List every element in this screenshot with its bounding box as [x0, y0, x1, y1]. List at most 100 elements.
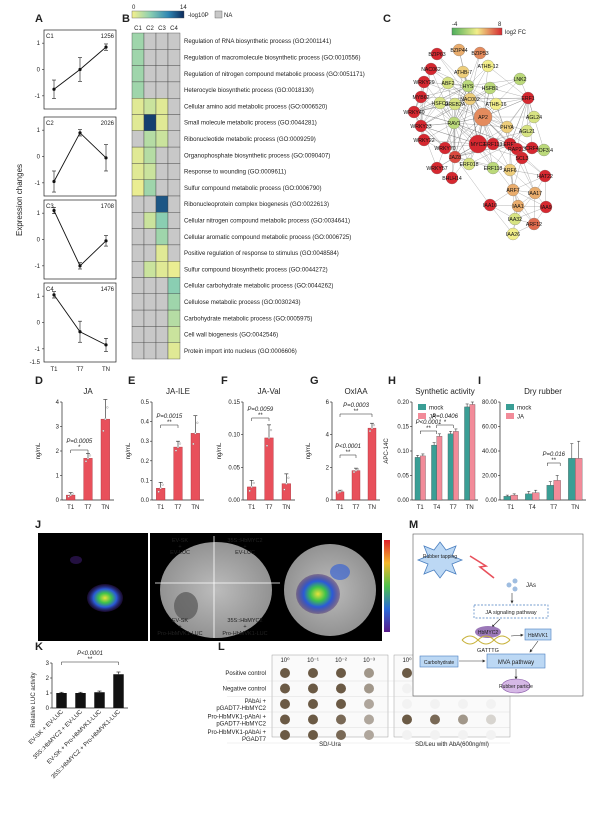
- panel-c-node: [515, 151, 529, 165]
- l-yeast-spot: [280, 714, 290, 725]
- panel-c-edge: [516, 97, 529, 150]
- panel-j-br-1: 35S::HbMYC2: [227, 618, 262, 624]
- group-xtick-label: T4: [433, 505, 441, 511]
- panel-b-heat-cell: [167, 179, 181, 197]
- group-ytick-label: 0.10: [397, 449, 409, 455]
- bar: [190, 433, 200, 501]
- panel-c-node-label: ERF1: [521, 96, 534, 102]
- panel-b-go-term: Cellulose metabolic process (GO:0030243): [184, 299, 301, 306]
- panel-b-heat-cell: [143, 228, 157, 246]
- panel-label-b: B: [122, 13, 130, 25]
- group-title: Dry rubber: [524, 387, 562, 396]
- bar-dot: [69, 494, 72, 497]
- l-yeast-spot: [364, 699, 374, 709]
- panel-m-dna-strand-1: [461, 635, 511, 645]
- panel-c-edge: [527, 97, 533, 149]
- panel-c-node-label: ATHB-12: [478, 64, 499, 70]
- sig-bracket: [160, 424, 179, 428]
- panel-c-node: [483, 198, 497, 212]
- panel-c-node-label: ERF018: [459, 162, 478, 168]
- panel-c-node-label: DOF3.4: [535, 148, 553, 154]
- bar-dot: [287, 476, 290, 479]
- panel-a-ytick-label: -1.5: [30, 360, 41, 366]
- l-yeast-spot: [308, 683, 318, 694]
- panel-a-point: [78, 264, 82, 268]
- panel-c-node: [511, 199, 525, 213]
- panel-a-point: [78, 131, 82, 135]
- panel-b-heat-cell: [167, 65, 181, 83]
- panel-a-ytick-label: 0: [37, 238, 41, 244]
- panel-b-heat-cell: [155, 195, 169, 213]
- panel-label-j: J: [35, 519, 41, 531]
- l-yeast-spot: [336, 699, 346, 709]
- bar-title: JA-ILE: [166, 387, 190, 396]
- panel-b-heat-cell: [131, 97, 145, 115]
- panel-a-point: [78, 330, 82, 334]
- legend-swatch: [418, 404, 426, 410]
- panel-b-go-term: Regulation of macromolecule biosynthetic…: [184, 54, 360, 61]
- bar-ylabel: ng/mL: [217, 442, 223, 459]
- group-bar: [503, 496, 511, 501]
- bar-dot: [285, 482, 288, 485]
- panel-b-heat-cell: [143, 146, 157, 164]
- l-media-left: SD/-Ura: [319, 742, 341, 748]
- k-bar: [94, 692, 105, 708]
- l-row-label: Positive control: [225, 671, 266, 677]
- panel-b-heat-cell: [131, 293, 145, 311]
- bar-dot: [267, 436, 271, 439]
- panel-b-cbar-min: 0: [132, 5, 136, 11]
- panel-b-heat-cell: [143, 326, 157, 343]
- panel-c-node-label: RAV1: [447, 121, 460, 127]
- panel-b-heat-cell: [131, 114, 145, 131]
- panel-c-node: [527, 110, 541, 124]
- bar-dot: [336, 491, 340, 494]
- panel-c-edge: [413, 68, 432, 113]
- panel-c-node-label: PHYA: [500, 125, 514, 131]
- bar-ylabel: ng/mL: [36, 442, 42, 459]
- bar-ytick-label: 0.10: [228, 433, 240, 439]
- panel-c-edge: [413, 111, 446, 149]
- panel-j-bl-3: Pro-HbMVK1-LUC: [157, 631, 202, 637]
- sig-bracket: [547, 462, 561, 466]
- panel-label-c: C: [383, 13, 391, 25]
- legend-swatch: [418, 413, 426, 419]
- panel-b-heat-cell: [167, 146, 181, 164]
- panel-c-edge: [454, 156, 491, 206]
- panel-b-heat-cell: [143, 212, 157, 229]
- panel-b-heat-cell: [131, 228, 145, 246]
- l-yeast-spot: [364, 683, 374, 694]
- panel-a-cluster-count: 1708: [101, 204, 115, 210]
- panel-b-heat-cell: [167, 97, 181, 115]
- panel-c-edge: [527, 97, 545, 151]
- bar: [100, 418, 110, 501]
- panel-c-edge: [420, 81, 425, 127]
- panel-c-node-label: IAA17: [528, 191, 542, 197]
- panel-c-edge: [487, 65, 529, 99]
- panel-b-heat-cell: [131, 146, 145, 164]
- bar-dot: [269, 429, 273, 432]
- bar-dot: [157, 490, 160, 493]
- panel-k-ylabel: Relative LUC activity: [31, 672, 37, 727]
- bar-ytick-label: 0.5: [141, 400, 150, 406]
- panel-c-edge: [420, 125, 479, 145]
- sig-pvalue: P<0.0001: [335, 444, 361, 450]
- panel-a-xtick-label: T1: [50, 367, 58, 373]
- panel-c-edge: [436, 53, 469, 87]
- panel-b-go-term: Ribonucleotide metabolic process (GO:000…: [184, 136, 316, 143]
- k-ytick-label: 2: [46, 676, 50, 682]
- panel-m-rubber-particle-label: Rubber particle: [499, 684, 533, 690]
- l-yeast-spot: [308, 699, 318, 709]
- panel-c-node-label: HSFB1: [482, 86, 499, 92]
- panel-j-tr-3: EV-LUC: [235, 550, 255, 556]
- panel-c-node-label: AGL24: [526, 115, 542, 121]
- bar-dot: [354, 469, 358, 472]
- group-ytick-label: 0.00: [485, 498, 497, 504]
- panel-b-go-term: Regulation of RNA biosynthetic process (…: [184, 38, 331, 45]
- panel-b-heat-cell: [131, 261, 145, 278]
- bar-ytick-label: 0: [56, 498, 60, 504]
- panel-c-edge: [453, 71, 464, 124]
- sig-star: **: [167, 420, 172, 426]
- panel-m-hbmyc2-label: HbMYC2: [478, 630, 499, 636]
